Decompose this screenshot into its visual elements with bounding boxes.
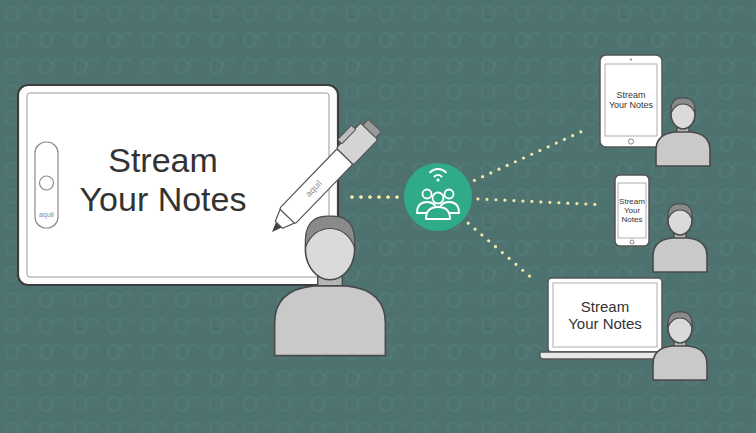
hub-icon: [404, 163, 472, 231]
ipad-screen: Stream Your Notes: [600, 55, 662, 147]
person-avatar: [275, 216, 386, 356]
person-avatar: [653, 312, 707, 380]
laptop-device: [540, 278, 670, 359]
person-avatar: [656, 98, 710, 166]
tablet-brand: aquil: [39, 211, 54, 218]
screen-text: Stream Your Notes: [619, 197, 645, 225]
screen-text: Stream Your Notes: [565, 298, 645, 333]
tablet-device: [18, 85, 338, 285]
phone-device: [615, 175, 649, 246]
phone-screen: Stream Your Notes: [615, 175, 649, 246]
laptop-screen: Stream Your Notes: [548, 278, 662, 352]
stream-connector: [352, 197, 536, 282]
ipad-device: [600, 55, 662, 147]
tablet-screen: Stream Your Notes: [18, 85, 338, 285]
screen-text: Stream Your Notes: [73, 141, 253, 219]
person-avatar: [653, 204, 707, 272]
pen-brand: aquil: [304, 179, 324, 199]
person-avatars: [275, 98, 710, 380]
screen-text: Stream Your Notes: [607, 90, 655, 111]
stream-connector: [352, 197, 603, 205]
